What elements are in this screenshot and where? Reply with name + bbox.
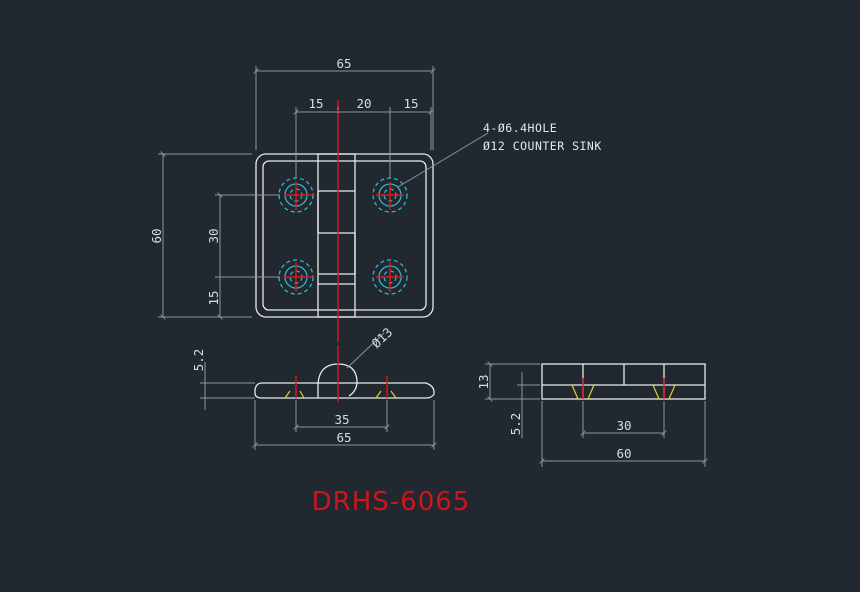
callout-countersink-text: Ø12 COUNTER SINK: [483, 139, 602, 153]
dim-front-hole-spacing-text: 35: [334, 412, 349, 427]
dim-knuckle-diameter-text: Ø13: [369, 325, 396, 351]
front-knuckle-outline: [317, 363, 358, 398]
hole-bottom-right: [372, 259, 408, 295]
dim-hole-spacing-v-text: 30: [206, 228, 221, 243]
hole-bottom-left: [278, 259, 314, 295]
front-view: 5.2 Ø13 35 65: [191, 325, 437, 450]
dim-center-pitch-text: 20: [356, 96, 371, 111]
dim-hole-vertical: 30 15: [206, 192, 280, 320]
dim-hole-pitch: 15 20 15: [293, 96, 434, 178]
dim-knuckle-diameter: Ø13: [346, 325, 396, 369]
callout-hole-text: 4-Ø6.4HOLE: [483, 121, 557, 135]
dim-hole-edge-v-text: 15: [206, 290, 221, 305]
dim-side-thickness-text: 5.2: [508, 413, 523, 436]
dim-front-width-text: 65: [336, 430, 351, 445]
dim-overall-width-text: 65: [336, 56, 351, 71]
hole-top-right: [372, 177, 408, 213]
side-view: 13 5.2 30 60: [476, 361, 708, 467]
dim-front-thickness: 5.2: [191, 349, 255, 410]
dim-right-pitch-text: 15: [403, 96, 418, 111]
dim-height-text: 60: [149, 228, 164, 243]
dim-side-knuckle-height-text: 13: [476, 374, 491, 389]
side-countersinks: [571, 378, 676, 400]
dim-side-hole-spacing-text: 30: [616, 418, 631, 433]
front-plate-outline: [254, 382, 435, 399]
hole-callout: 4-Ø6.4HOLE Ø12 COUNTER SINK: [397, 121, 602, 188]
dim-front-hole-spacing: 35: [293, 400, 390, 432]
drawing-title: DRHS-6065: [312, 487, 471, 517]
dim-side-length-text: 60: [616, 446, 631, 461]
dim-side-hole-spacing: 30: [580, 401, 667, 438]
dim-left-pitch-text: 15: [308, 96, 323, 111]
dim-side-length: 60: [539, 401, 708, 467]
dim-side-thickness: 5.2: [508, 372, 540, 438]
dim-front-width: 65: [252, 400, 437, 450]
dim-side-knuckle-height: 13: [476, 361, 540, 402]
dim-front-thickness-text: 5.2: [191, 349, 206, 372]
plate-outer-outline: [255, 153, 434, 318]
dim-overall-width: 65: [253, 56, 436, 150]
knuckle-segments: [317, 153, 356, 318]
plate-inner-outline: [262, 160, 427, 311]
top-view: 65 15 20 15 60 30 15: [149, 56, 602, 342]
hole-top-left: [278, 177, 314, 213]
front-countersinks: [284, 376, 397, 399]
dim-height: 60: [149, 151, 252, 320]
